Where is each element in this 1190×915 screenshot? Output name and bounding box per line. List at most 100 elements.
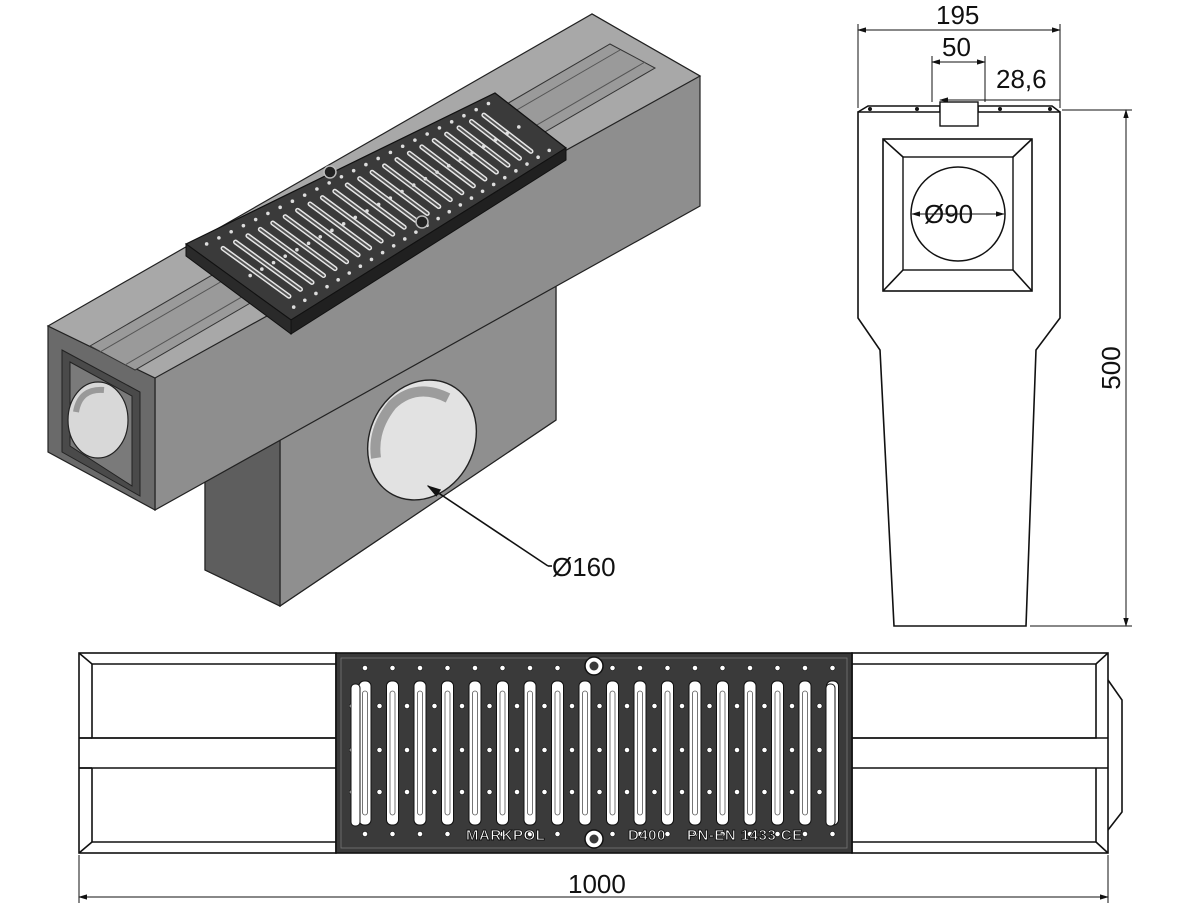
grate-dot — [315, 187, 319, 191]
grate-dot — [458, 157, 463, 162]
grate-slot — [551, 680, 564, 826]
isometric-view: Ø160 — [46, 13, 702, 608]
grate-slot — [716, 680, 729, 826]
grate-dot — [802, 665, 808, 671]
grate-dot — [376, 703, 383, 709]
grate-dot — [302, 193, 307, 197]
grate-iso — [184, 92, 568, 335]
grate-dot — [525, 162, 529, 166]
grate-dot — [318, 234, 323, 239]
grate-slot — [578, 680, 592, 826]
grate-slot — [468, 680, 482, 826]
grate-dot — [651, 703, 658, 709]
grate-dot — [554, 665, 561, 671]
grate-dot — [706, 703, 713, 709]
grate-dot — [389, 665, 396, 671]
grate-slot — [688, 680, 702, 826]
grate-dot — [554, 831, 561, 837]
grate-dot — [505, 131, 509, 136]
side-view: Ø90 195 50 28,6 500 — [857, 0, 1132, 627]
grate-dot — [474, 107, 478, 112]
grate-dot — [444, 665, 451, 671]
grate-dot — [706, 789, 713, 795]
grate-dot — [414, 230, 418, 234]
grate-dot — [679, 703, 685, 709]
grate-dot — [217, 236, 221, 240]
sump-box — [204, 284, 557, 608]
grate-dot — [376, 202, 381, 207]
grate-dot — [719, 831, 726, 837]
grate-slot — [661, 680, 674, 826]
pipe-opening-160 — [366, 379, 478, 501]
grate-dot — [527, 665, 533, 671]
grate-norm-text: PN-EN 1433 CE — [687, 827, 803, 844]
grate-slot — [771, 680, 784, 826]
grate-dot — [527, 831, 533, 837]
grate-28-6-label: 28,6 — [996, 64, 1047, 94]
grate-slot — [798, 680, 812, 826]
left-channel-plan — [78, 652, 337, 854]
grate-slot-shadow — [395, 158, 452, 201]
grate-slot — [413, 680, 427, 826]
grate-dot — [789, 703, 795, 709]
grate-dot — [481, 144, 486, 149]
pipe-160-dimension: Ø160 — [426, 485, 616, 582]
grate-dot — [380, 250, 385, 255]
grate-dot — [734, 703, 740, 709]
grate-dot — [459, 703, 465, 709]
grate-dot — [458, 203, 463, 207]
grate-dot — [362, 831, 368, 837]
grate-slot-shadow — [321, 196, 383, 243]
grate-dot — [761, 789, 768, 795]
grate-dot — [283, 254, 288, 258]
grate-dot — [624, 789, 630, 795]
grate-dot — [774, 665, 781, 671]
grate-dot — [502, 175, 507, 180]
grate-dot — [664, 831, 671, 837]
grate-dot — [459, 789, 465, 795]
grate-dot — [541, 703, 548, 709]
grate-dot — [470, 151, 474, 155]
grate-dot — [388, 150, 393, 155]
grate-dot — [734, 747, 740, 753]
grate-slot-shadow — [259, 228, 325, 277]
grate-dot — [547, 148, 552, 153]
grate-dot — [462, 113, 466, 118]
grate-dot — [389, 831, 396, 837]
grate-dot — [417, 831, 423, 837]
grate-dot — [536, 155, 540, 160]
grate-dot — [596, 789, 603, 795]
grate-dot — [499, 665, 506, 671]
grate-dot — [449, 120, 454, 124]
grate-dot — [514, 747, 520, 753]
grate-dot — [364, 162, 368, 167]
grate-dot — [314, 291, 318, 296]
grate-dot — [376, 789, 383, 795]
grate-dot — [447, 209, 452, 214]
grate-slot-shadow — [346, 183, 406, 229]
grate-dot — [336, 278, 340, 282]
grate-dot — [413, 138, 417, 142]
length-1000-label: 1000 — [568, 869, 626, 899]
grate-dot — [761, 703, 768, 709]
grate-dot — [692, 831, 698, 837]
grate-dot — [609, 831, 616, 837]
grate-slot-shadow — [284, 215, 348, 263]
grate-28-6-dimension: 28,6 — [939, 64, 1060, 103]
grate-dot — [541, 747, 548, 753]
grate-dot — [444, 831, 451, 837]
grate-dot — [423, 176, 428, 181]
grate-dot — [499, 831, 506, 837]
grate-dot — [437, 126, 442, 130]
grate-dot — [747, 665, 753, 671]
grate-dot — [290, 199, 295, 204]
grate-dot — [376, 156, 380, 161]
grate-dot — [816, 703, 823, 709]
grate-dot — [789, 789, 795, 795]
grate-dot — [330, 228, 334, 233]
grate-dot — [706, 747, 713, 753]
grate-dot — [637, 665, 643, 671]
grate-dot — [271, 260, 276, 265]
grate-dot — [253, 217, 258, 222]
